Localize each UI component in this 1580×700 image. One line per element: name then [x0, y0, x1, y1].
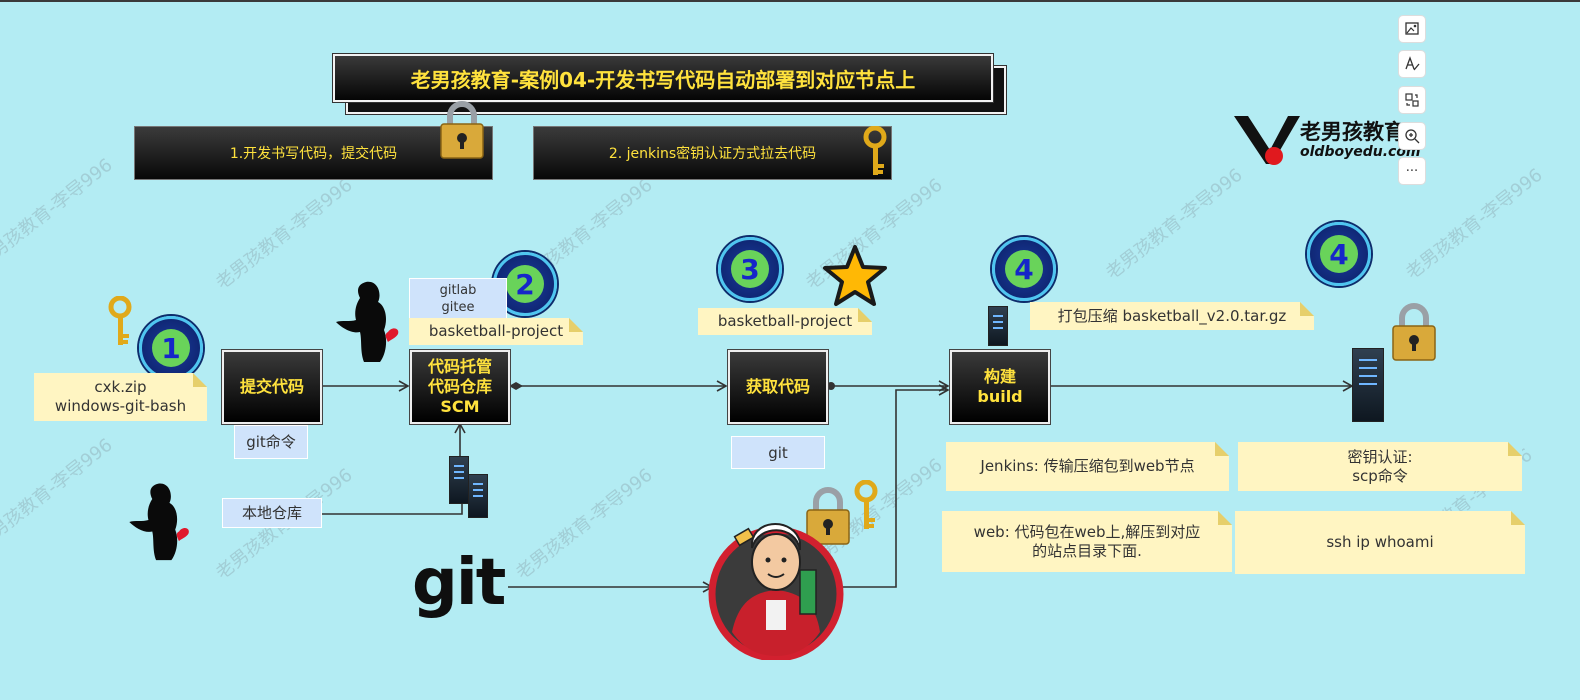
git-command-label: git命令 [234, 425, 308, 459]
key-icon [854, 480, 878, 529]
step-badge-1: 1 [139, 316, 203, 380]
padlock-icon [1392, 303, 1436, 361]
gitlab-gitee-label: gitlab gitee [409, 278, 507, 320]
text-edit-button[interactable] [1398, 50, 1426, 78]
build-node: 构建 build [950, 350, 1050, 424]
star-icon [823, 245, 887, 306]
step-badge-4: 4 [992, 237, 1056, 301]
developer-silhouette-icon [336, 281, 399, 362]
page-title: 老男孩教育-案例04-开发书写代码自动部署到对应节点上 [410, 67, 916, 92]
scm-node: 代码托管 代码仓库 SCM [410, 350, 510, 424]
web-server-icon [1352, 348, 1384, 422]
key-auth-note: 密钥认证: scp命令 [1238, 442, 1522, 491]
key-icon [108, 296, 132, 345]
server-icon [988, 306, 1008, 346]
replace-icon [1405, 93, 1419, 107]
step-2-label: 2. jenkins密钥认证方式拉去代码 [608, 146, 817, 162]
project-note-1: basketball-project [409, 318, 583, 345]
step-1-banner: 1.开发书写代码，提交代码 [134, 126, 493, 180]
jenkins-transfer-note: Jenkins: 传输压缩包到web节点 [946, 442, 1229, 491]
image-edit-button[interactable] [1398, 15, 1426, 43]
web-deploy-note: web: 代码包在web上,解压到对应 的站点目录下面. [942, 511, 1232, 572]
step-badge-3: 3 [718, 237, 782, 301]
step-badge-4b: 4 [1307, 222, 1371, 286]
oldboy-logo-icon [1234, 116, 1300, 165]
zoom-in-icon [1405, 129, 1420, 144]
text-edit-icon [1405, 56, 1420, 71]
ssh-note: ssh ip whoami [1235, 511, 1525, 574]
title-banner: 老男孩教育-案例04-开发书写代码自动部署到对应节点上 [333, 54, 993, 102]
replace-button[interactable] [1398, 86, 1426, 114]
server-icon [449, 456, 469, 504]
jenkins-mascot-icon [708, 523, 844, 660]
more-icon: ··· [1405, 163, 1419, 179]
more-button[interactable]: ··· [1398, 157, 1426, 185]
project-note-2: basketball-project [698, 308, 872, 335]
top-border [0, 0, 1580, 2]
padlock-icon [806, 487, 850, 545]
key-icon [863, 126, 887, 175]
git-label: git [731, 436, 825, 469]
server-icon [468, 474, 488, 518]
git-logo: git [412, 546, 506, 620]
step-1-label: 1.开发书写代码，提交代码 [229, 146, 398, 162]
image-edit-icon [1405, 22, 1419, 35]
padlock-icon [440, 101, 484, 159]
fetch-code-node: 获取代码 [728, 350, 828, 424]
developer-silhouette-icon [129, 483, 189, 561]
local-repo-label: 本地仓库 [222, 498, 322, 528]
zoom-in-button[interactable] [1398, 122, 1426, 150]
step-2-banner: 2. jenkins密钥认证方式拉去代码 [533, 126, 892, 180]
submit-code-node: 提交代码 [222, 350, 322, 424]
logo-url: oldboyedu.com [1300, 144, 1421, 160]
logo-brand: 老男孩教育 [1300, 120, 1405, 144]
package-note: 打包压缩 basketball_v2.0.tar.gz [1030, 302, 1314, 330]
dev-tools-note: cxk.zip windows-git-bash [34, 373, 207, 421]
